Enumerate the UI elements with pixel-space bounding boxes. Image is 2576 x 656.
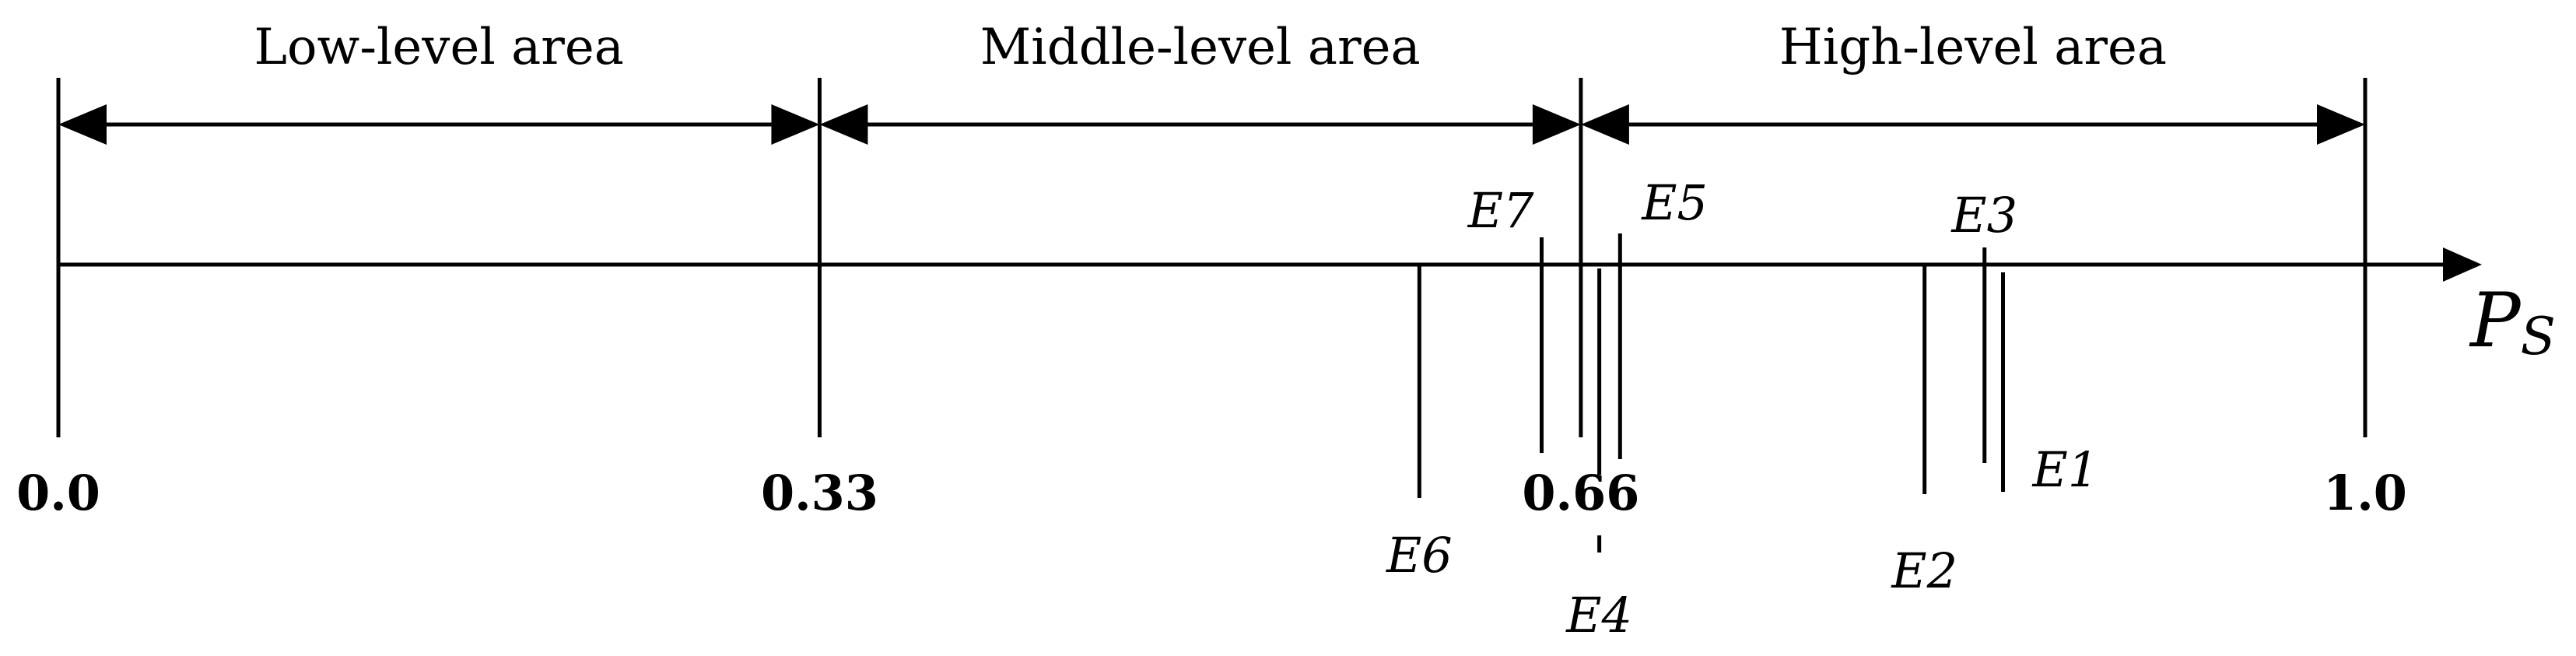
marker-label: E6: [1386, 527, 1453, 584]
marker-label: E2: [1891, 542, 1957, 599]
tick-label: 0.33: [761, 465, 878, 521]
tick-marks: 0.0 0.33 0.66 1.0: [16, 78, 2407, 521]
marker-label: E4: [1565, 587, 1632, 644]
tick-label: 0.0: [16, 465, 100, 521]
area-label: Middle-level area: [980, 19, 1421, 76]
marker-label: E7: [1467, 182, 1534, 239]
area-ranges: Low-level area Middle-level area High-leve…: [58, 19, 2365, 145]
area-arrowhead-left: [819, 104, 868, 145]
axis-title-main: P: [2469, 277, 2522, 364]
axis-title-subscript: S: [2521, 307, 2556, 367]
axis-title: PS: [2469, 277, 2556, 367]
area-arrowhead-left: [1580, 104, 1629, 145]
marker-label: E3: [1950, 187, 2017, 244]
marker-label: E1: [2031, 441, 2098, 498]
area-arrowhead-right: [771, 104, 820, 145]
area-arrowhead-right: [1532, 104, 1581, 145]
area-label: High-level area: [1779, 19, 2167, 76]
tick-label: 1.0: [2323, 465, 2407, 521]
marker-label: E5: [1641, 174, 1708, 231]
tick-label: 0.66: [1522, 465, 1639, 521]
ps-axis: PS: [58, 247, 2556, 367]
area-label: Low-level area: [254, 19, 624, 76]
axis-arrowhead: [2443, 247, 2482, 282]
area-arrowhead-left: [58, 104, 107, 145]
area-arrowhead-right: [2317, 104, 2365, 145]
